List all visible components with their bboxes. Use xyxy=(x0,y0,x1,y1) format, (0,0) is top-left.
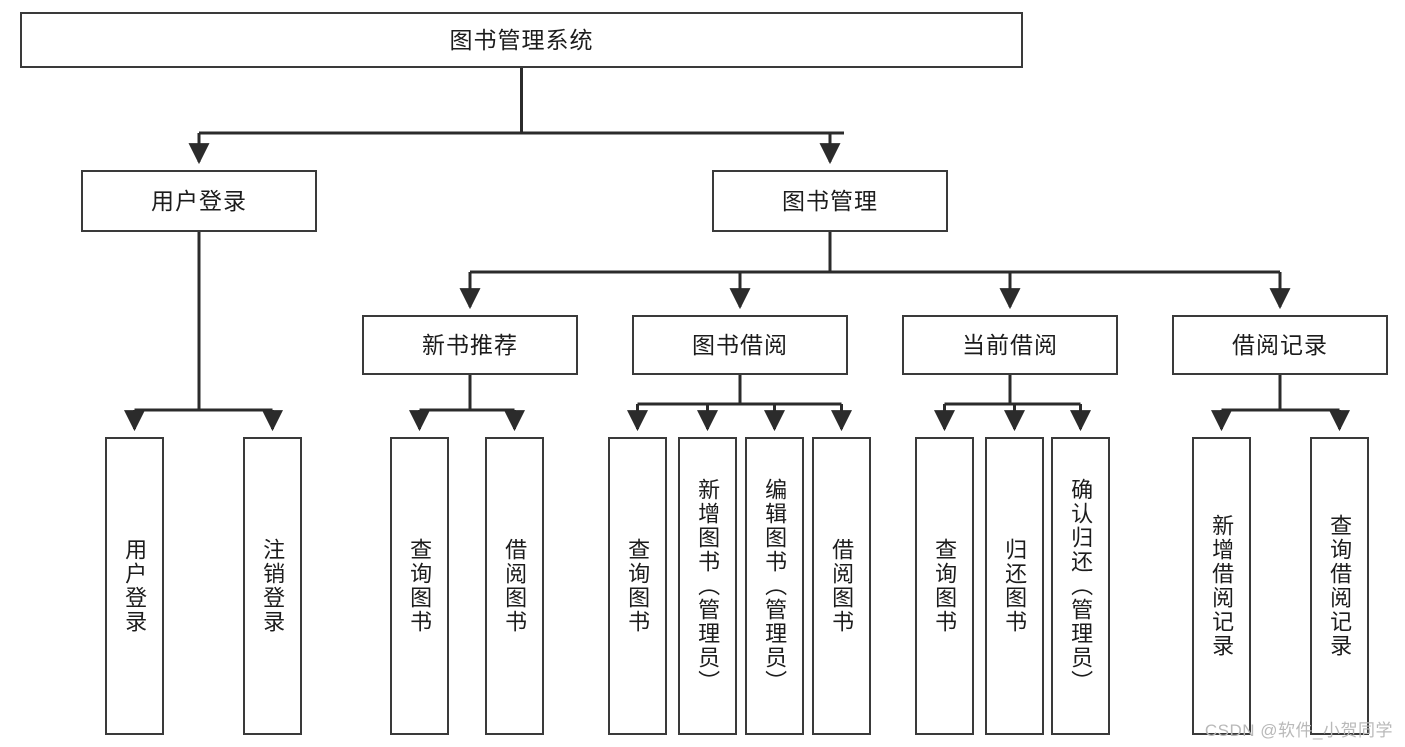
node-root-system[interactable]: 图书管理系统 xyxy=(20,12,1023,68)
node-new-book-recommend[interactable]: 新书推荐 xyxy=(362,315,578,375)
node-label: 借阅图书 xyxy=(502,538,528,634)
node-label: 用户登录 xyxy=(151,187,247,214)
node-label: 编辑图书（管理员） xyxy=(762,478,788,694)
node-label: 查询图书 xyxy=(625,538,651,634)
leaf-borrow-edit-book-admin[interactable]: 编辑图书（管理员） xyxy=(745,437,804,735)
leaf-borrow-query-book[interactable]: 查询图书 xyxy=(608,437,667,735)
node-book-management[interactable]: 图书管理 xyxy=(712,170,948,232)
node-user-login[interactable]: 用户登录 xyxy=(81,170,317,232)
node-label: 确认归还（管理员） xyxy=(1068,478,1094,694)
node-label: 归还图书 xyxy=(1002,538,1028,634)
csdn-watermark: CSDN @软件_小贺同学 xyxy=(1204,721,1393,740)
node-label: 当前借阅 xyxy=(962,331,1058,358)
node-label: 新书推荐 xyxy=(422,331,518,358)
leaf-user-login-signout[interactable]: 注销登录 xyxy=(243,437,302,735)
node-label: 图书管理系统 xyxy=(449,26,594,53)
leaf-borrow-borrow-book[interactable]: 借阅图书 xyxy=(812,437,871,735)
leaf-user-login-signin[interactable]: 用户登录 xyxy=(105,437,164,735)
node-label: 新增图书（管理员） xyxy=(695,478,721,694)
node-label: 新增借阅记录 xyxy=(1209,514,1235,658)
leaf-current-query-book[interactable]: 查询图书 xyxy=(915,437,974,735)
node-label: 借阅记录 xyxy=(1232,331,1328,358)
node-borrow-record[interactable]: 借阅记录 xyxy=(1172,315,1388,375)
leaf-current-confirm-return-admin[interactable]: 确认归还（管理员） xyxy=(1051,437,1110,735)
leaf-recommend-query-book[interactable]: 查询图书 xyxy=(390,437,449,735)
leaf-current-return-book[interactable]: 归还图书 xyxy=(985,437,1044,735)
leaf-recommend-borrow-book[interactable]: 借阅图书 xyxy=(485,437,544,735)
node-label: 查询借阅记录 xyxy=(1327,514,1353,658)
node-label: 注销登录 xyxy=(260,538,286,634)
leaf-record-add-record[interactable]: 新增借阅记录 xyxy=(1192,437,1251,735)
node-label: 查询图书 xyxy=(407,538,433,634)
node-current-borrow[interactable]: 当前借阅 xyxy=(902,315,1118,375)
leaf-borrow-add-book-admin[interactable]: 新增图书（管理员） xyxy=(678,437,737,735)
node-label: 查询图书 xyxy=(932,538,958,634)
node-label: 图书借阅 xyxy=(692,331,788,358)
node-label: 图书管理 xyxy=(782,187,878,214)
node-label: 用户登录 xyxy=(122,538,148,634)
node-book-borrow[interactable]: 图书借阅 xyxy=(632,315,848,375)
leaf-record-query-record[interactable]: 查询借阅记录 xyxy=(1310,437,1369,735)
node-label: 借阅图书 xyxy=(829,538,855,634)
